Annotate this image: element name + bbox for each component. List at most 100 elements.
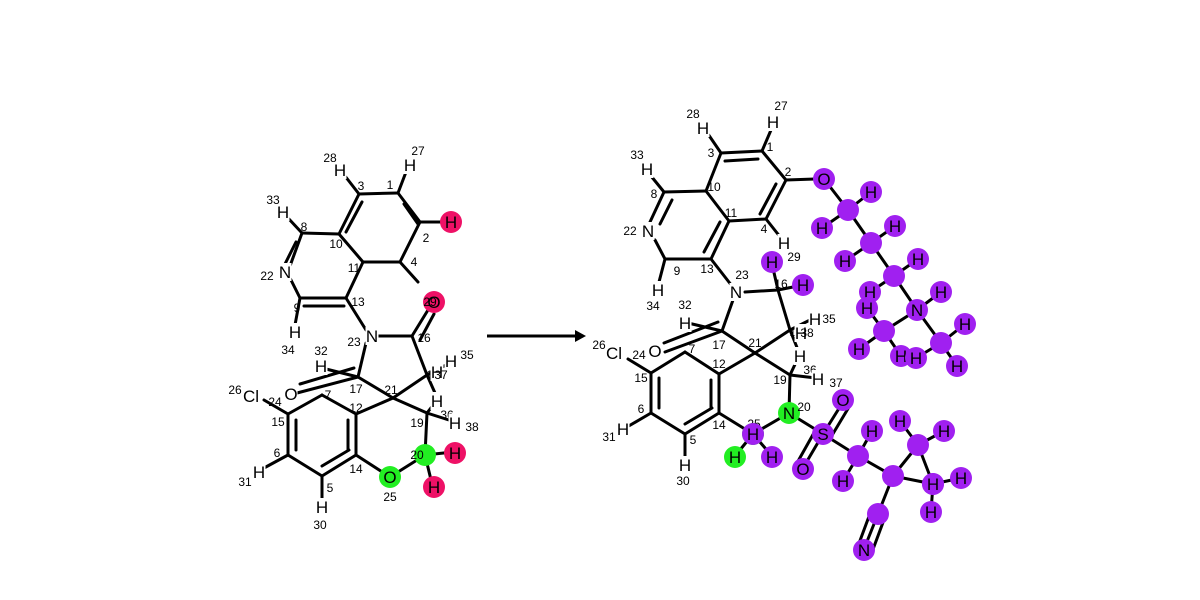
- atom-symbol: H: [767, 113, 779, 132]
- atom-r-C9: 9: [294, 301, 301, 315]
- atom-index-label: 5: [690, 433, 697, 447]
- atom-p-N23: N23: [729, 268, 749, 302]
- atom-symbol: H: [910, 349, 922, 368]
- atom-p-Ha13: H: [905, 347, 927, 369]
- atom-index-label: 35: [460, 348, 474, 362]
- atom-index-label: 27: [774, 99, 788, 113]
- atom-index-label: 29: [787, 250, 801, 264]
- reaction-arrow: [487, 330, 586, 342]
- atom-index-label: 20: [410, 448, 424, 462]
- atom-p-Cch2: [847, 445, 869, 467]
- atom-p-C5: 5: [690, 433, 697, 447]
- atom-index-label: 22: [260, 269, 274, 283]
- atom-symbol: H: [316, 498, 328, 517]
- atom-symbol: N: [642, 222, 654, 241]
- atom-symbol: Cl: [243, 387, 259, 406]
- atom-p-Ha5: H: [907, 248, 929, 270]
- atom-index-label: 2: [423, 231, 430, 245]
- atom-symbol: H: [334, 161, 346, 180]
- atom-index-label: 24: [268, 395, 282, 409]
- atom-symbol: H: [795, 324, 807, 343]
- atom-r-C7: 7: [325, 388, 332, 402]
- atom-r-C12: 12: [349, 401, 363, 415]
- atom-p-Hm2: H: [761, 446, 783, 468]
- atom-index-label: 4: [761, 222, 768, 236]
- product-atoms: 12345678910111213141516171819N2021N22N23…: [592, 99, 976, 561]
- atom-symbol: H: [289, 323, 301, 342]
- atom-index-label: 28: [323, 151, 337, 165]
- atom-label-background: [648, 342, 662, 360]
- atom-label-background: [241, 387, 261, 405]
- atom-symbol: H: [865, 183, 877, 202]
- atom-p-Ca1: [837, 199, 859, 221]
- atom-highlight-disc: [950, 467, 972, 489]
- atom-p-H16b: H: [792, 274, 814, 296]
- atom-highlight-disc: [907, 248, 929, 270]
- atom-index-label: 23: [347, 335, 361, 349]
- atom-p-H30: H30: [676, 456, 692, 488]
- atom-p-Cm1: [873, 320, 895, 342]
- atom-index-label: 19: [773, 373, 787, 387]
- atom-p-C16: 16: [774, 277, 788, 291]
- atom-highlight-disc: [742, 423, 764, 445]
- atom-symbol: H: [404, 156, 416, 175]
- atom-index-label: 31: [602, 430, 616, 444]
- atom-p-SO2: O: [792, 458, 814, 480]
- atom-symbol: H: [861, 299, 873, 318]
- atom-p-Cq: [882, 465, 904, 487]
- atom-index-label: 8: [301, 220, 308, 234]
- atom-highlight-disc: [423, 291, 445, 313]
- atom-highlight-disc: [811, 217, 833, 239]
- atom-index-label: 25: [383, 490, 397, 504]
- atom-highlight-disc: [414, 444, 436, 466]
- atom-index-label: 15: [634, 371, 648, 385]
- atom-highlight-disc: [837, 199, 859, 221]
- atom-p-Hc5: H: [950, 467, 972, 489]
- atom-highlight-disc: [907, 434, 929, 456]
- atom-highlight-disc: [724, 446, 746, 468]
- atom-r-C16: 16: [417, 331, 431, 345]
- atom-symbol: H: [894, 412, 906, 431]
- atom-symbol: H: [766, 253, 778, 272]
- atom-symbol: H: [729, 448, 741, 467]
- atom-r-H28: H28: [323, 151, 347, 180]
- atom-p-Nam: N: [906, 299, 928, 321]
- atom-r-C4: 4: [411, 255, 418, 269]
- atom-highlight-disc: [778, 402, 800, 424]
- atom-label-background: [448, 414, 462, 432]
- atom-index-label: 22: [623, 224, 637, 238]
- atom-p-Hm1: H: [724, 446, 746, 468]
- atom-label-background: [641, 222, 655, 240]
- atom-symbol: O: [383, 468, 396, 487]
- atom-symbol: O: [648, 342, 661, 361]
- atom-symbol: H: [816, 219, 828, 238]
- atom-index-label: 14: [712, 418, 726, 432]
- atom-p-H32: H32: [678, 298, 692, 333]
- atom-highlight-disc: [882, 465, 904, 487]
- atom-r-C19: 19: [410, 416, 424, 430]
- atom-p-H38: H38: [794, 324, 814, 343]
- atom-r-H34: H34: [281, 323, 302, 357]
- atom-symbol: N: [783, 404, 795, 423]
- atom-symbol: H: [449, 444, 461, 463]
- atom-r-O7: O: [284, 385, 298, 404]
- atom-label-background: [678, 314, 692, 332]
- atom-label-background: [777, 234, 791, 252]
- atom-r-C20: 20: [410, 444, 436, 466]
- atom-p-C19: 19: [773, 373, 787, 387]
- atom-r-C15: 15: [271, 415, 285, 429]
- atom-index-label: 3: [358, 179, 365, 193]
- atom-p-C3: 3: [708, 146, 715, 160]
- atom-r-C24: 24: [268, 395, 282, 409]
- atom-index-label: 8: [651, 187, 658, 201]
- atom-label-background: [365, 327, 379, 345]
- atom-index-label: 37: [434, 368, 448, 382]
- atom-r-C10: 10: [329, 237, 343, 251]
- atom-p-Hc6: H: [920, 501, 942, 523]
- atom-label-background: [811, 370, 825, 388]
- atom-p-Ha7: H: [930, 281, 952, 303]
